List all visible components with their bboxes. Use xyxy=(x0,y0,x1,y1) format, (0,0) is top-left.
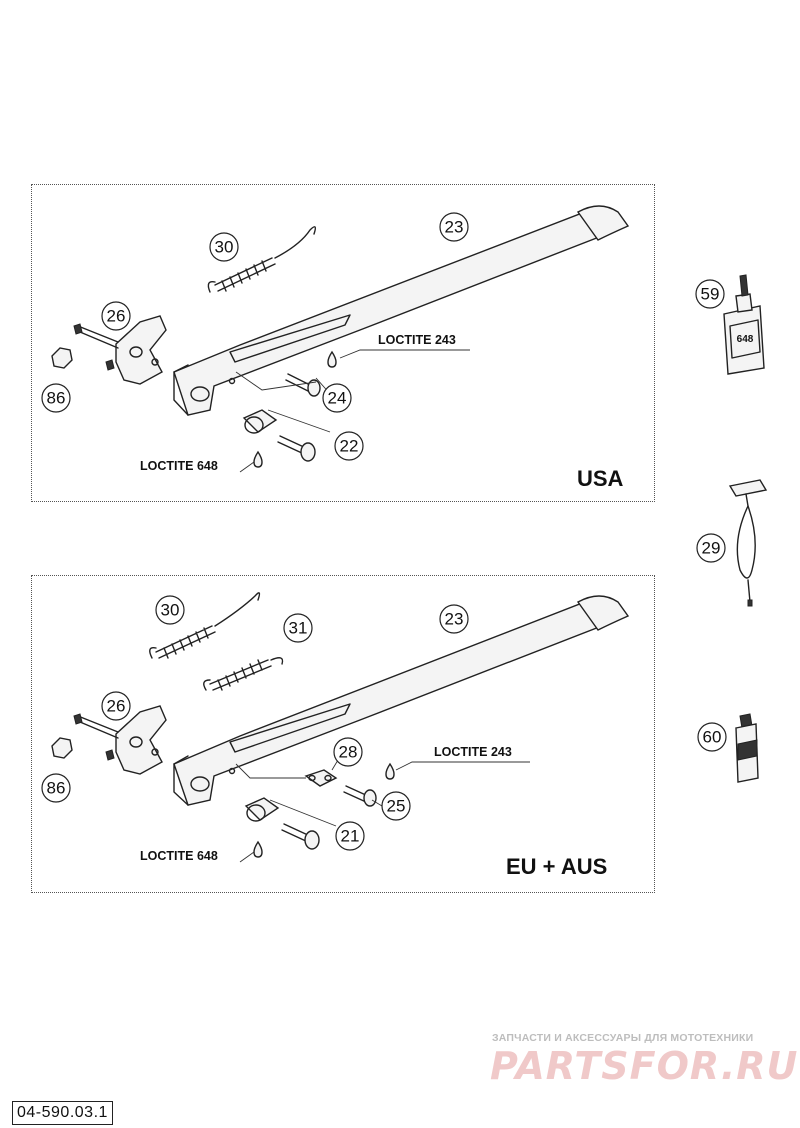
svg-text:29: 29 xyxy=(702,539,721,558)
bolt-24-usa[interactable] xyxy=(285,373,321,397)
side-stand-usa[interactable] xyxy=(173,205,630,416)
drop-243-eu xyxy=(385,762,395,780)
callout-25-eu: 25 xyxy=(381,791,411,821)
sleeve-bolt-21-eu[interactable] xyxy=(244,797,320,850)
callout-30-usa: 30 xyxy=(209,232,239,262)
usa-panel-frame xyxy=(31,184,655,502)
drop-243-usa xyxy=(327,350,337,368)
eu-panel-frame xyxy=(31,575,655,893)
svg-text:31: 31 xyxy=(289,619,308,638)
watermark-brand: PARTSFOR.RU xyxy=(490,1044,799,1088)
svg-text:23: 23 xyxy=(445,218,464,237)
svg-text:26: 26 xyxy=(107,307,126,326)
side-stand-eu[interactable] xyxy=(173,595,630,806)
callout-28-eu: 28 xyxy=(333,737,363,767)
callout-29: 29 xyxy=(696,533,726,563)
drop-648-eu xyxy=(253,840,263,858)
callout-21-eu: 21 xyxy=(335,821,365,851)
bracket-26-eu[interactable] xyxy=(73,705,167,775)
callout-23-usa: 23 xyxy=(439,212,469,242)
callout-86-usa: 86 xyxy=(41,383,71,413)
callout-23-eu: 23 xyxy=(439,604,469,634)
svg-text:30: 30 xyxy=(161,601,180,620)
spring-30-usa[interactable] xyxy=(207,226,317,293)
callout-60: 60 xyxy=(697,722,727,752)
spring-30-eu[interactable] xyxy=(149,592,261,659)
diagram-code-label: 04-590.03.1 xyxy=(12,1101,113,1125)
callout-24-usa: 24 xyxy=(322,383,352,413)
plate-28-eu[interactable] xyxy=(304,769,338,787)
callout-31-eu: 31 xyxy=(283,613,313,643)
svg-text:23: 23 xyxy=(445,610,464,629)
bolt-25-eu[interactable] xyxy=(343,785,377,807)
svg-text:24: 24 xyxy=(328,389,347,408)
drop-648-usa xyxy=(253,450,263,468)
loctite-648-bottle[interactable]: 648 xyxy=(723,274,765,375)
sleeve-bolt-22-usa[interactable] xyxy=(242,409,316,462)
callout-30-eu: 30 xyxy=(155,595,185,625)
svg-text:30: 30 xyxy=(215,238,234,257)
svg-text:25: 25 xyxy=(387,797,406,816)
svg-text:59: 59 xyxy=(701,285,720,304)
special-tool-29[interactable] xyxy=(728,479,768,607)
loctite-243-usa-label: LOCTITE 243 xyxy=(378,333,456,347)
loctite-small-bottle-60[interactable] xyxy=(735,713,759,783)
callout-59: 59 xyxy=(695,279,725,309)
svg-text:86: 86 xyxy=(47,779,66,798)
svg-text:86: 86 xyxy=(47,389,66,408)
callout-26-eu: 26 xyxy=(101,691,131,721)
svg-text:28: 28 xyxy=(339,743,358,762)
usa-assembly xyxy=(51,205,630,473)
spring-31-eu[interactable] xyxy=(203,657,284,691)
svg-text:60: 60 xyxy=(703,728,722,747)
watermark-tagline: ЗАПЧАСТИ И АКСЕССУАРЫ ДЛЯ МОТОТЕХНИКИ xyxy=(492,1032,754,1044)
loctite-648-usa-label: LOCTITE 648 xyxy=(140,459,218,473)
svg-text:22: 22 xyxy=(340,437,359,456)
nut-86-usa[interactable] xyxy=(51,347,73,369)
loctite-648-eu-label: LOCTITE 648 xyxy=(140,849,218,863)
svg-text:26: 26 xyxy=(107,697,126,716)
callout-22-usa: 22 xyxy=(334,431,364,461)
region-label-eu: EU + AUS xyxy=(506,854,607,879)
callout-26-usa: 26 xyxy=(101,301,131,331)
eu-assembly xyxy=(51,592,630,863)
bottle-label-text: 648 xyxy=(737,334,754,345)
region-label-usa: USA xyxy=(577,466,624,491)
nut-86-eu[interactable] xyxy=(51,737,73,759)
bracket-26-usa[interactable] xyxy=(73,315,167,385)
callout-86-eu: 86 xyxy=(41,773,71,803)
loctite-243-eu-label: LOCTITE 243 xyxy=(434,745,512,759)
svg-text:21: 21 xyxy=(341,827,360,846)
